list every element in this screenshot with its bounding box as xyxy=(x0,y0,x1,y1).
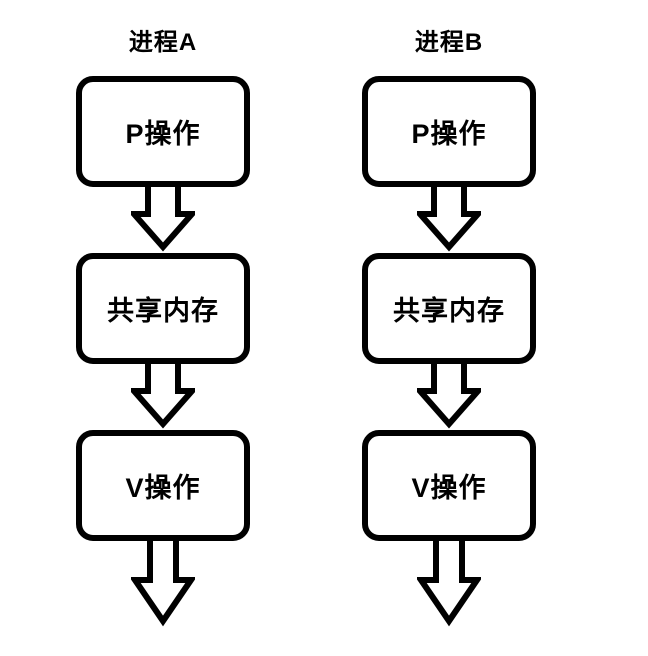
box-p-operation-b-label: P操作 xyxy=(411,119,487,149)
box-p-operation-a-label: P操作 xyxy=(125,119,201,149)
down-arrow-icon xyxy=(417,187,481,252)
process-b-title: 进程B xyxy=(414,29,484,56)
box-p-operation-b: P操作 xyxy=(362,76,536,187)
down-arrow-icon xyxy=(417,364,481,429)
box-shared-memory-b: 共享内存 xyxy=(362,253,536,364)
process-a-column: 进程A P操作 共享内存 V操作 xyxy=(71,28,255,627)
box-v-operation-b: V操作 xyxy=(362,430,536,541)
process-b-column: 进程B P操作 共享内存 V操作 xyxy=(357,28,541,627)
box-p-operation-a: P操作 xyxy=(76,76,250,187)
box-shared-memory-a: 共享内存 xyxy=(76,253,250,364)
down-arrow-icon xyxy=(131,541,195,627)
box-v-operation-a-label: V操作 xyxy=(125,473,201,503)
box-shared-memory-b-label: 共享内存 xyxy=(393,296,505,326)
down-arrow-icon xyxy=(131,364,195,429)
process-a-title: 进程A xyxy=(128,29,198,56)
down-arrow-icon xyxy=(417,541,481,627)
box-shared-memory-a-label: 共享内存 xyxy=(107,296,219,326)
box-v-operation-b-label: V操作 xyxy=(411,473,487,503)
box-v-operation-a: V操作 xyxy=(76,430,250,541)
down-arrow-icon xyxy=(131,187,195,252)
